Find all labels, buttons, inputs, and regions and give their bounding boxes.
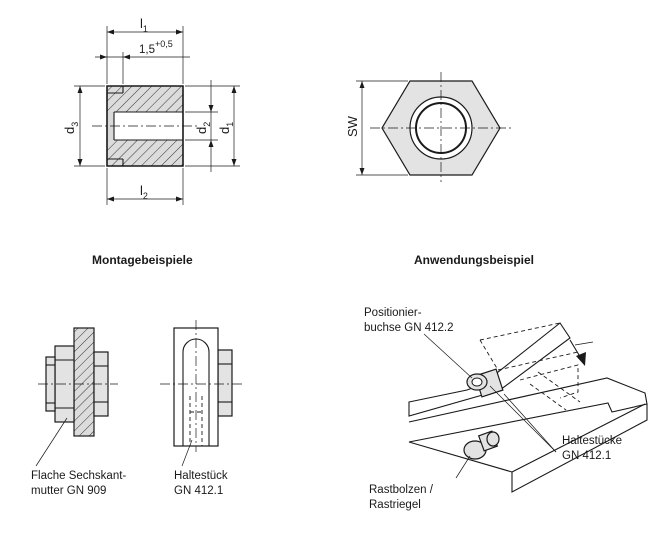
dim-l1-label: l1 [140, 16, 148, 34]
dim-d2-label: d2 [194, 122, 212, 134]
dim-d3-label: d3 [62, 122, 80, 134]
heading-mounting-examples: Montagebeispiele [92, 253, 193, 267]
label-positioning-line1: Positionier- [364, 307, 422, 319]
label-bolt-line1: Rastbolzen / [369, 484, 434, 496]
mounting-example-hex-nut [35, 327, 118, 467]
dim-d1-label: d1 [217, 122, 235, 134]
dim-offset-label: 1,5+0,5 [139, 39, 173, 56]
dim-sw-label: SW [345, 115, 360, 137]
label-hex-nut-line1: Flache Sechskant- [31, 470, 126, 482]
label-holder-line2: GN 412.1 [174, 485, 223, 497]
bushing-section-view [74, 26, 240, 205]
mounting-example-holder [160, 320, 244, 467]
label-holder-line1: Haltestück [174, 470, 228, 482]
label-positioning-line2: buchse GN 412.2 [364, 322, 454, 334]
label-holders-line2: GN 412.1 [562, 450, 611, 462]
label-bolt-line2: Rastriegel [369, 499, 421, 511]
application-example-drawing [408, 322, 648, 493]
hex-front-view [356, 72, 512, 182]
heading-application-example: Anwendungsbeispiel [414, 253, 534, 267]
label-hex-nut-line2: mutter GN 909 [31, 485, 106, 497]
dim-l2-label: l2 [140, 183, 148, 201]
label-holders-line1: Haltestücke [562, 435, 622, 447]
